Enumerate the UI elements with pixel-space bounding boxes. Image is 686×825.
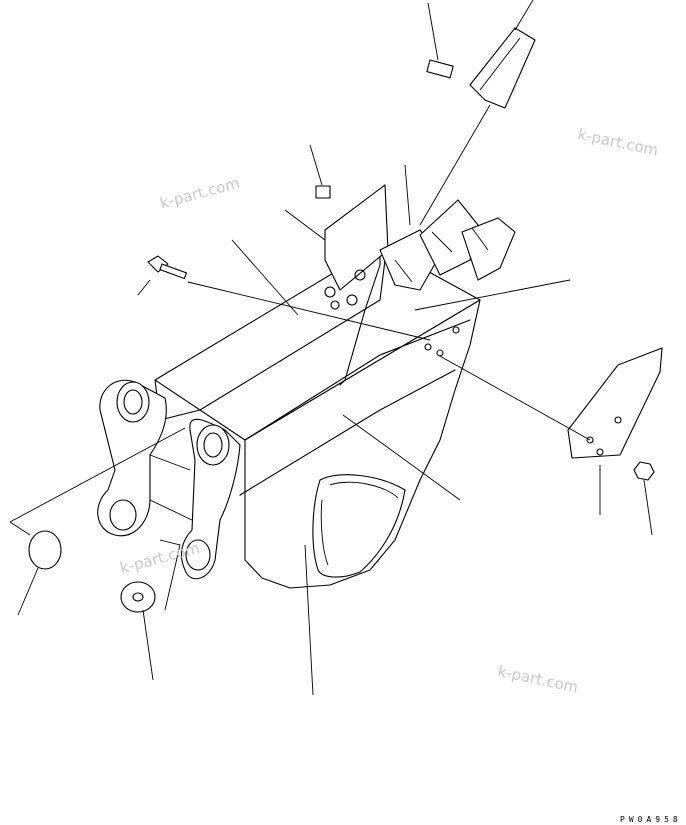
bucket-body <box>154 184 516 589</box>
mounting-brackets <box>97 379 241 580</box>
leader-lines <box>9 0 653 696</box>
drawing-code: PW0A958 <box>620 815 682 824</box>
loose-parts <box>28 27 663 613</box>
